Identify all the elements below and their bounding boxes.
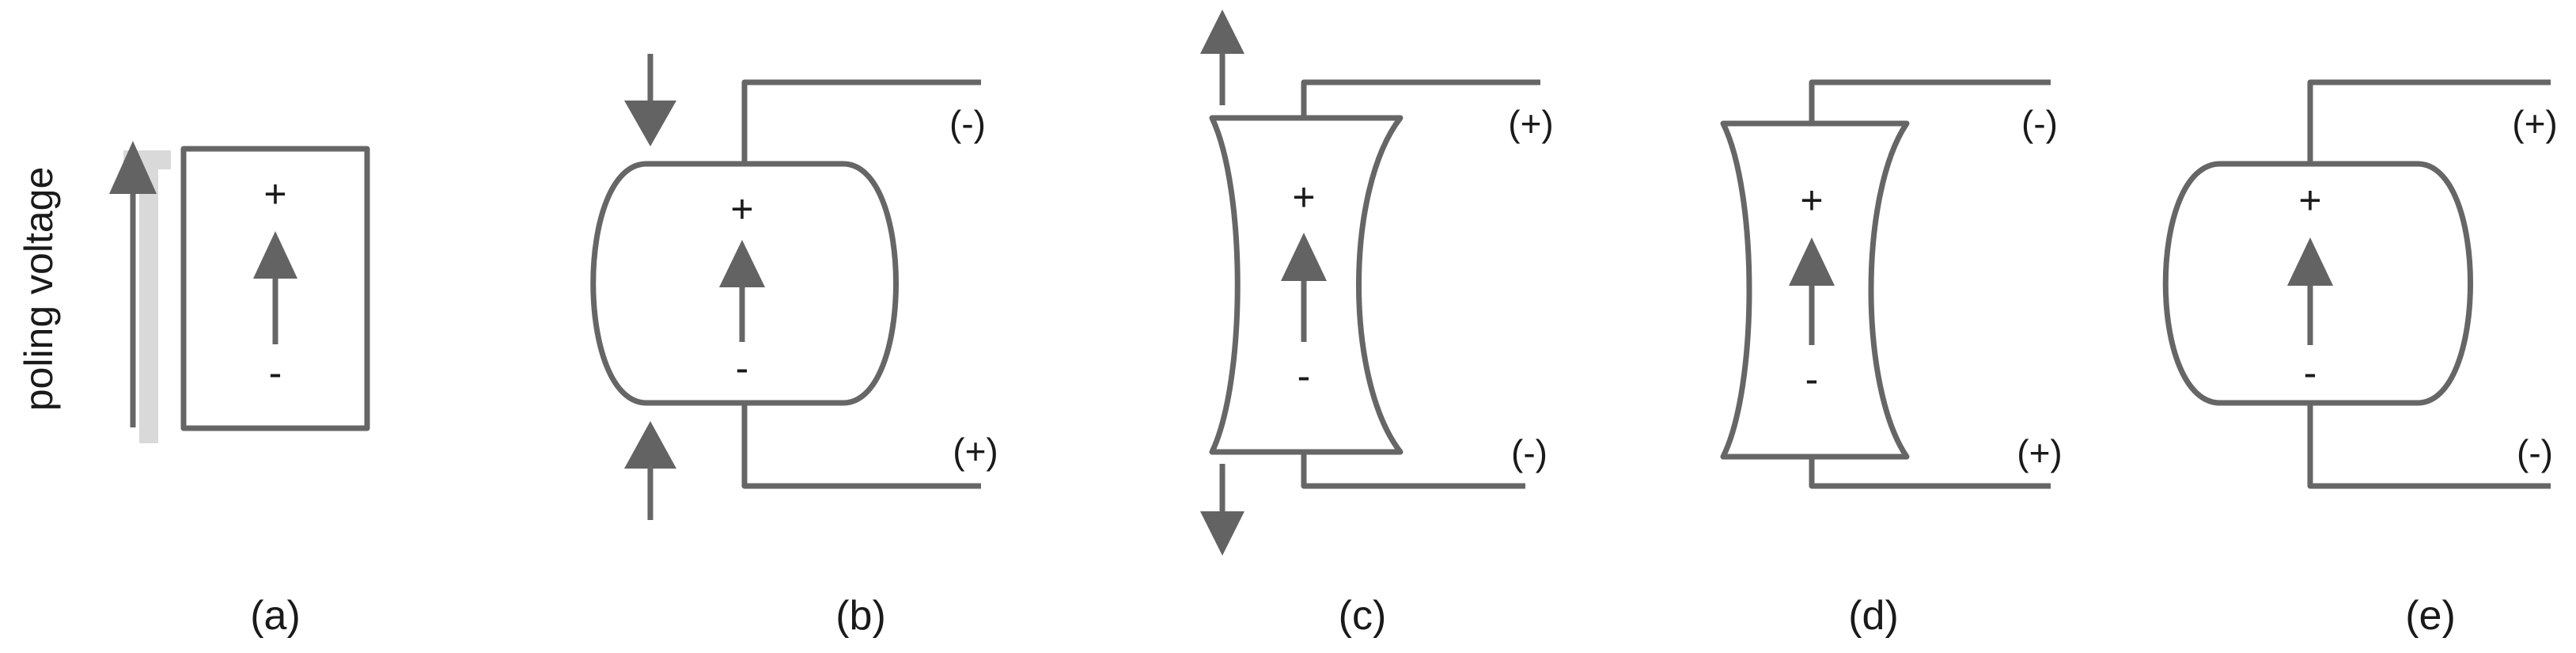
bottom-terminal-label: (+) [953, 431, 998, 472]
panel-d: + - (-) (+) (d) [1720, 79, 2063, 639]
bottom-polarity-minus: - [2304, 351, 2317, 395]
bottom-polarity-minus: - [1805, 357, 1819, 401]
polarization-arrowhead [2287, 237, 2333, 286]
bottom-wire [741, 403, 981, 489]
top-wire [1809, 79, 2051, 123]
top-polarity-plus: + [730, 187, 753, 231]
top-terminal-label: (-) [949, 103, 986, 144]
polarization-arrowhead [253, 231, 297, 279]
poled-block [180, 146, 370, 431]
stretched-element [1720, 120, 1910, 460]
polarization-arrowhead [1789, 237, 1835, 286]
poling-voltage-arrowhead [109, 141, 157, 194]
bottom-wire [1809, 457, 2051, 489]
top-wire [2307, 79, 2551, 164]
top-wire [741, 79, 981, 164]
bottom-wire [1301, 452, 1525, 489]
panel-a: + - (a) [109, 141, 370, 639]
top-polarity-plus: + [1292, 175, 1315, 219]
caption-e: (e) [2405, 593, 2456, 639]
top-polarity-plus: + [263, 172, 286, 216]
top-polarity-plus: + [2298, 178, 2321, 222]
bottom-terminal-label: (+) [2017, 432, 2063, 473]
caption-b: (b) [835, 593, 886, 639]
top-terminal-label: (+) [2512, 103, 2558, 144]
polarization-arrowhead [1281, 233, 1327, 281]
poling-voltage-label: poling voltage [17, 167, 61, 412]
caption-d: (d) [1848, 593, 1899, 639]
bottom-polarity-minus: - [1297, 354, 1311, 398]
polarization-arrowhead [719, 240, 765, 287]
tension-arrowhead-top [1200, 9, 1244, 54]
compression-arrowhead-top [624, 101, 676, 146]
compressed-element [590, 161, 899, 406]
panel-e: + - (+) (-) (e) [2162, 79, 2558, 639]
top-terminal-label: (+) [1508, 103, 1554, 144]
bottom-polarity-minus: - [736, 346, 749, 390]
top-polarity-plus: + [1800, 178, 1823, 222]
top-wire [1301, 79, 1540, 118]
bottom-wire [2307, 403, 2551, 489]
caption-c: (c) [1339, 593, 1387, 639]
bottom-terminal-label: (-) [2517, 432, 2553, 473]
compressed-element [2162, 161, 2473, 406]
stretched-element [1209, 115, 1404, 455]
caption-a: (a) [250, 593, 301, 639]
tension-arrowhead-bottom [1200, 511, 1244, 556]
compression-arrowhead-bottom [624, 421, 676, 469]
top-terminal-label: (-) [2021, 103, 2058, 144]
panel-b: + - (-) (+) (b) [590, 54, 998, 639]
bottom-polarity-minus: - [269, 351, 282, 395]
poling-arrow-shadow-vertical [139, 154, 158, 443]
bottom-terminal-label: (-) [1511, 432, 1547, 473]
panel-c: + - (+) (-) (c) [1200, 9, 1554, 639]
